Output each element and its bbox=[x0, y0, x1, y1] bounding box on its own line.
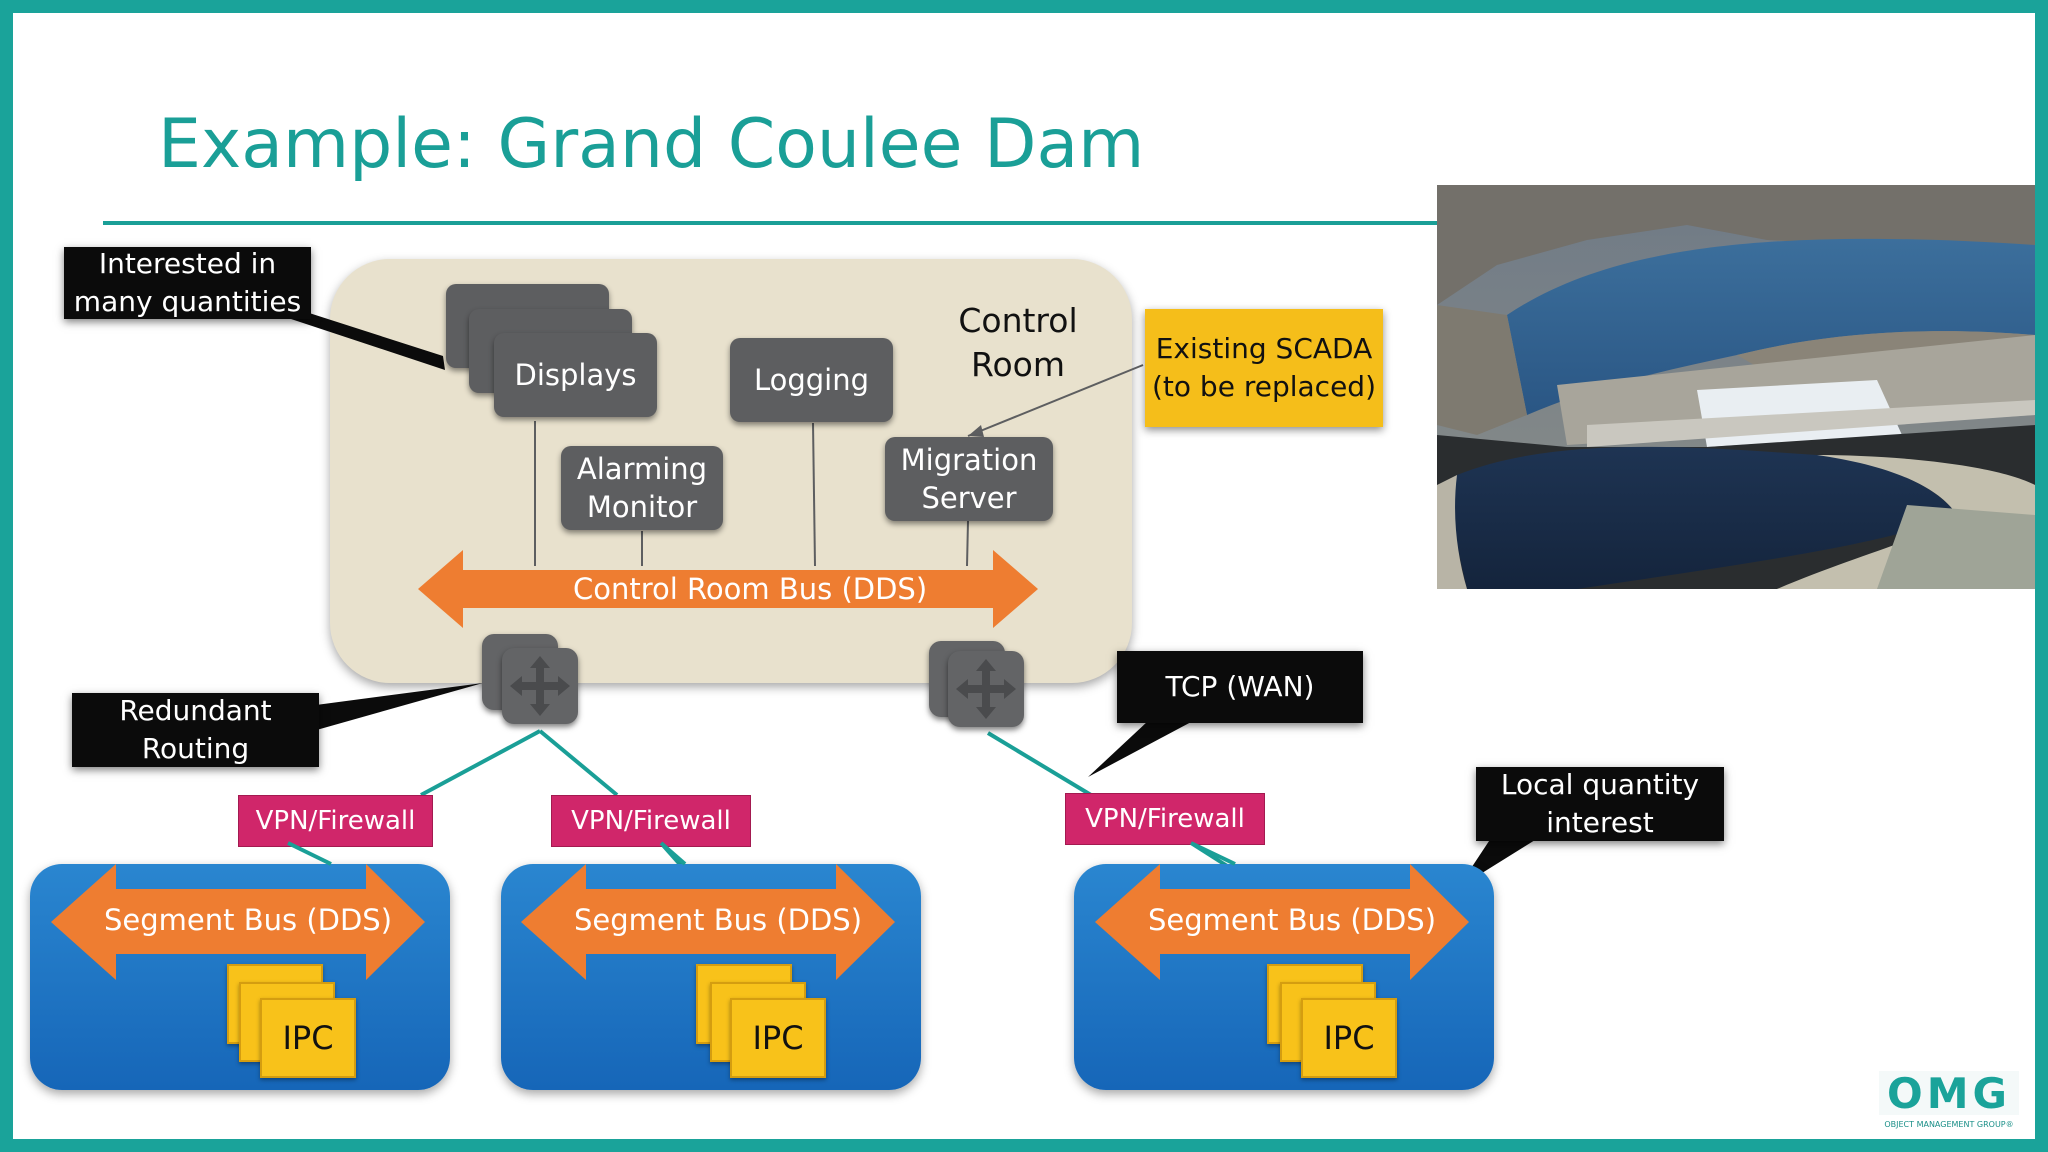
vpn-firewall-2: VPN/Firewall bbox=[551, 795, 751, 847]
ipc-3: IPC bbox=[1301, 998, 1397, 1078]
migration-server-node: Migration Server bbox=[885, 437, 1053, 521]
router-right-front bbox=[948, 651, 1024, 727]
ipc-3-label: IPC bbox=[1323, 1019, 1375, 1057]
vpn-firewall-3: VPN/Firewall bbox=[1065, 793, 1265, 845]
ipc-1-label: IPC bbox=[282, 1019, 334, 1057]
alarming-monitor-label: Alarming Monitor bbox=[576, 452, 708, 524]
callout-redundant-text: Redundant Routing bbox=[119, 694, 272, 765]
displays-label: Displays bbox=[514, 358, 637, 392]
vpn-firewall-3-label: VPN/Firewall bbox=[1085, 804, 1245, 834]
segment-bus-2-label: Segment Bus (DDS) bbox=[574, 903, 863, 937]
vpn-firewall-1-label: VPN/Firewall bbox=[255, 806, 416, 836]
ipc-2: IPC bbox=[730, 998, 826, 1078]
control-room-bus-label: Control Room Bus (DDS) bbox=[573, 572, 928, 606]
callout-scada-text: Existing SCADA (to be replaced) bbox=[1152, 332, 1376, 403]
logging-node: Logging bbox=[730, 338, 893, 422]
callout-local-quantity: Local quantity interest bbox=[1476, 767, 1724, 841]
callout-local-text: Local quantity interest bbox=[1500, 768, 1700, 839]
vpn-firewall-2-label: VPN/Firewall bbox=[571, 806, 731, 836]
vpn-firewall-1: VPN/Firewall bbox=[238, 795, 433, 847]
slide: Example: Grand Coulee Dam Con bbox=[13, 13, 2035, 1139]
callout-tcp-text: TCP (WAN) bbox=[1165, 670, 1315, 703]
svg-text:OBJECT MANAGEMENT GROUP®: OBJECT MANAGEMENT GROUP® bbox=[1884, 1120, 2013, 1129]
router-left-front bbox=[502, 648, 578, 724]
displays-node: Displays bbox=[494, 333, 657, 417]
ipc-2-label: IPC bbox=[752, 1019, 804, 1057]
page-title: Example: Grand Coulee Dam bbox=[158, 105, 1145, 184]
callout-tcp-wan: TCP (WAN) bbox=[1117, 651, 1363, 723]
svg-text:OMG: OMG bbox=[1887, 1069, 2011, 1118]
omg-logo: OMG OBJECT MANAGEMENT GROUP® bbox=[1871, 1063, 2031, 1133]
router-icon bbox=[956, 659, 1016, 719]
segment-bus-1-label: Segment Bus (DDS) bbox=[104, 903, 393, 937]
omg-logo-mark: OMG OBJECT MANAGEMENT GROUP® bbox=[1879, 1069, 2019, 1129]
segment-bus-3-label: Segment Bus (DDS) bbox=[1148, 903, 1437, 937]
title-underline bbox=[103, 221, 1463, 225]
control-room-label: Control Room bbox=[938, 299, 1098, 387]
callout-redundant-routing: Redundant Routing bbox=[72, 693, 319, 767]
logging-label: Logging bbox=[753, 363, 870, 397]
migration-server-label: Migration Server bbox=[900, 443, 1038, 515]
control-room-text: Control Room bbox=[958, 301, 1078, 384]
ipc-1: IPC bbox=[260, 998, 356, 1078]
callout-interested-text: Interested in many quantities bbox=[73, 247, 302, 318]
callout-interested: Interested in many quantities bbox=[64, 247, 311, 319]
dam-photo bbox=[1437, 185, 2035, 589]
callout-existing-scada: Existing SCADA (to be replaced) bbox=[1145, 309, 1383, 427]
router-icon bbox=[510, 656, 570, 716]
alarming-monitor-node: Alarming Monitor bbox=[561, 446, 723, 530]
